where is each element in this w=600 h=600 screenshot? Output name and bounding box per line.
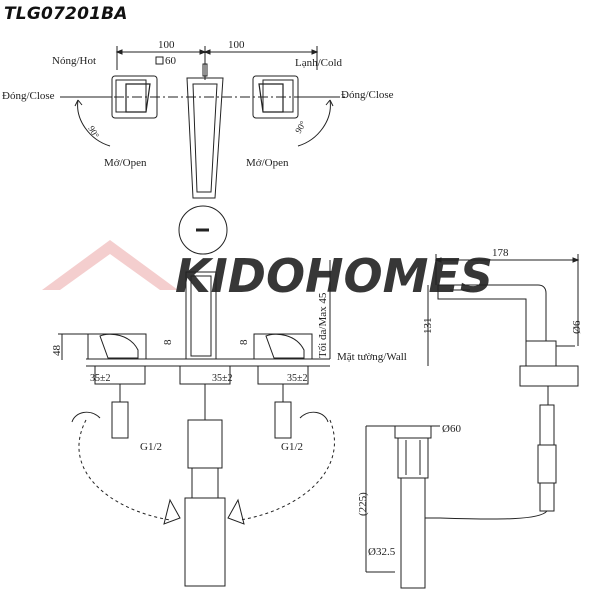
dim-6: Ø6 (571, 320, 583, 334)
dim-8-right: 8 (238, 339, 250, 345)
dim-32: Ø32.5 (368, 546, 396, 558)
top-view (60, 46, 345, 255)
close-left-label: Đóng/Close (2, 90, 55, 102)
wall-label: Mặt tường/Wall (337, 351, 407, 363)
hole-right: 35±2 (287, 373, 308, 384)
watermark-roof-icon (42, 240, 178, 290)
max-label: Tối đa/Max 45 (317, 292, 329, 358)
front-view (58, 260, 335, 587)
dim-left-100: 100 (158, 39, 175, 51)
dim-square-60: 60 (165, 55, 177, 67)
angle-left-label: 90° (86, 124, 101, 140)
dim-178: 178 (492, 247, 509, 259)
angle-right-label: 90° (293, 119, 308, 135)
watermark: KIDOHOMES (42, 240, 493, 303)
cold-label: Lạnh/Cold (295, 57, 343, 69)
labels: 100 100 60 Nóng/Hot Lạnh/Cold Đóng/Close… (2, 39, 583, 558)
hole-left: 35±2 (90, 373, 111, 384)
thread-left: G1/2 (140, 441, 162, 453)
dim-48: 48 (51, 345, 63, 357)
thread-right: G1/2 (281, 441, 303, 453)
side-view (427, 254, 580, 520)
dim-225: (225) (357, 492, 369, 516)
open-left-label: Mở/Open (104, 157, 147, 169)
dim-131: 131 (422, 318, 434, 335)
dim-right-100: 100 (228, 39, 245, 51)
drain-view (365, 425, 440, 589)
model-code: TLG07201BA (4, 4, 128, 24)
hot-label: Nóng/Hot (52, 55, 96, 67)
watermark-text: KIDOHOMES (175, 249, 493, 303)
open-right-label: Mở/Open (246, 157, 289, 169)
dim-8-left: 8 (162, 339, 174, 345)
square-symbol (155, 56, 164, 65)
hole-center: 35±2 (212, 373, 233, 384)
dim-60: Ø60 (442, 423, 461, 435)
close-right-label: Đóng/Close (341, 89, 394, 101)
